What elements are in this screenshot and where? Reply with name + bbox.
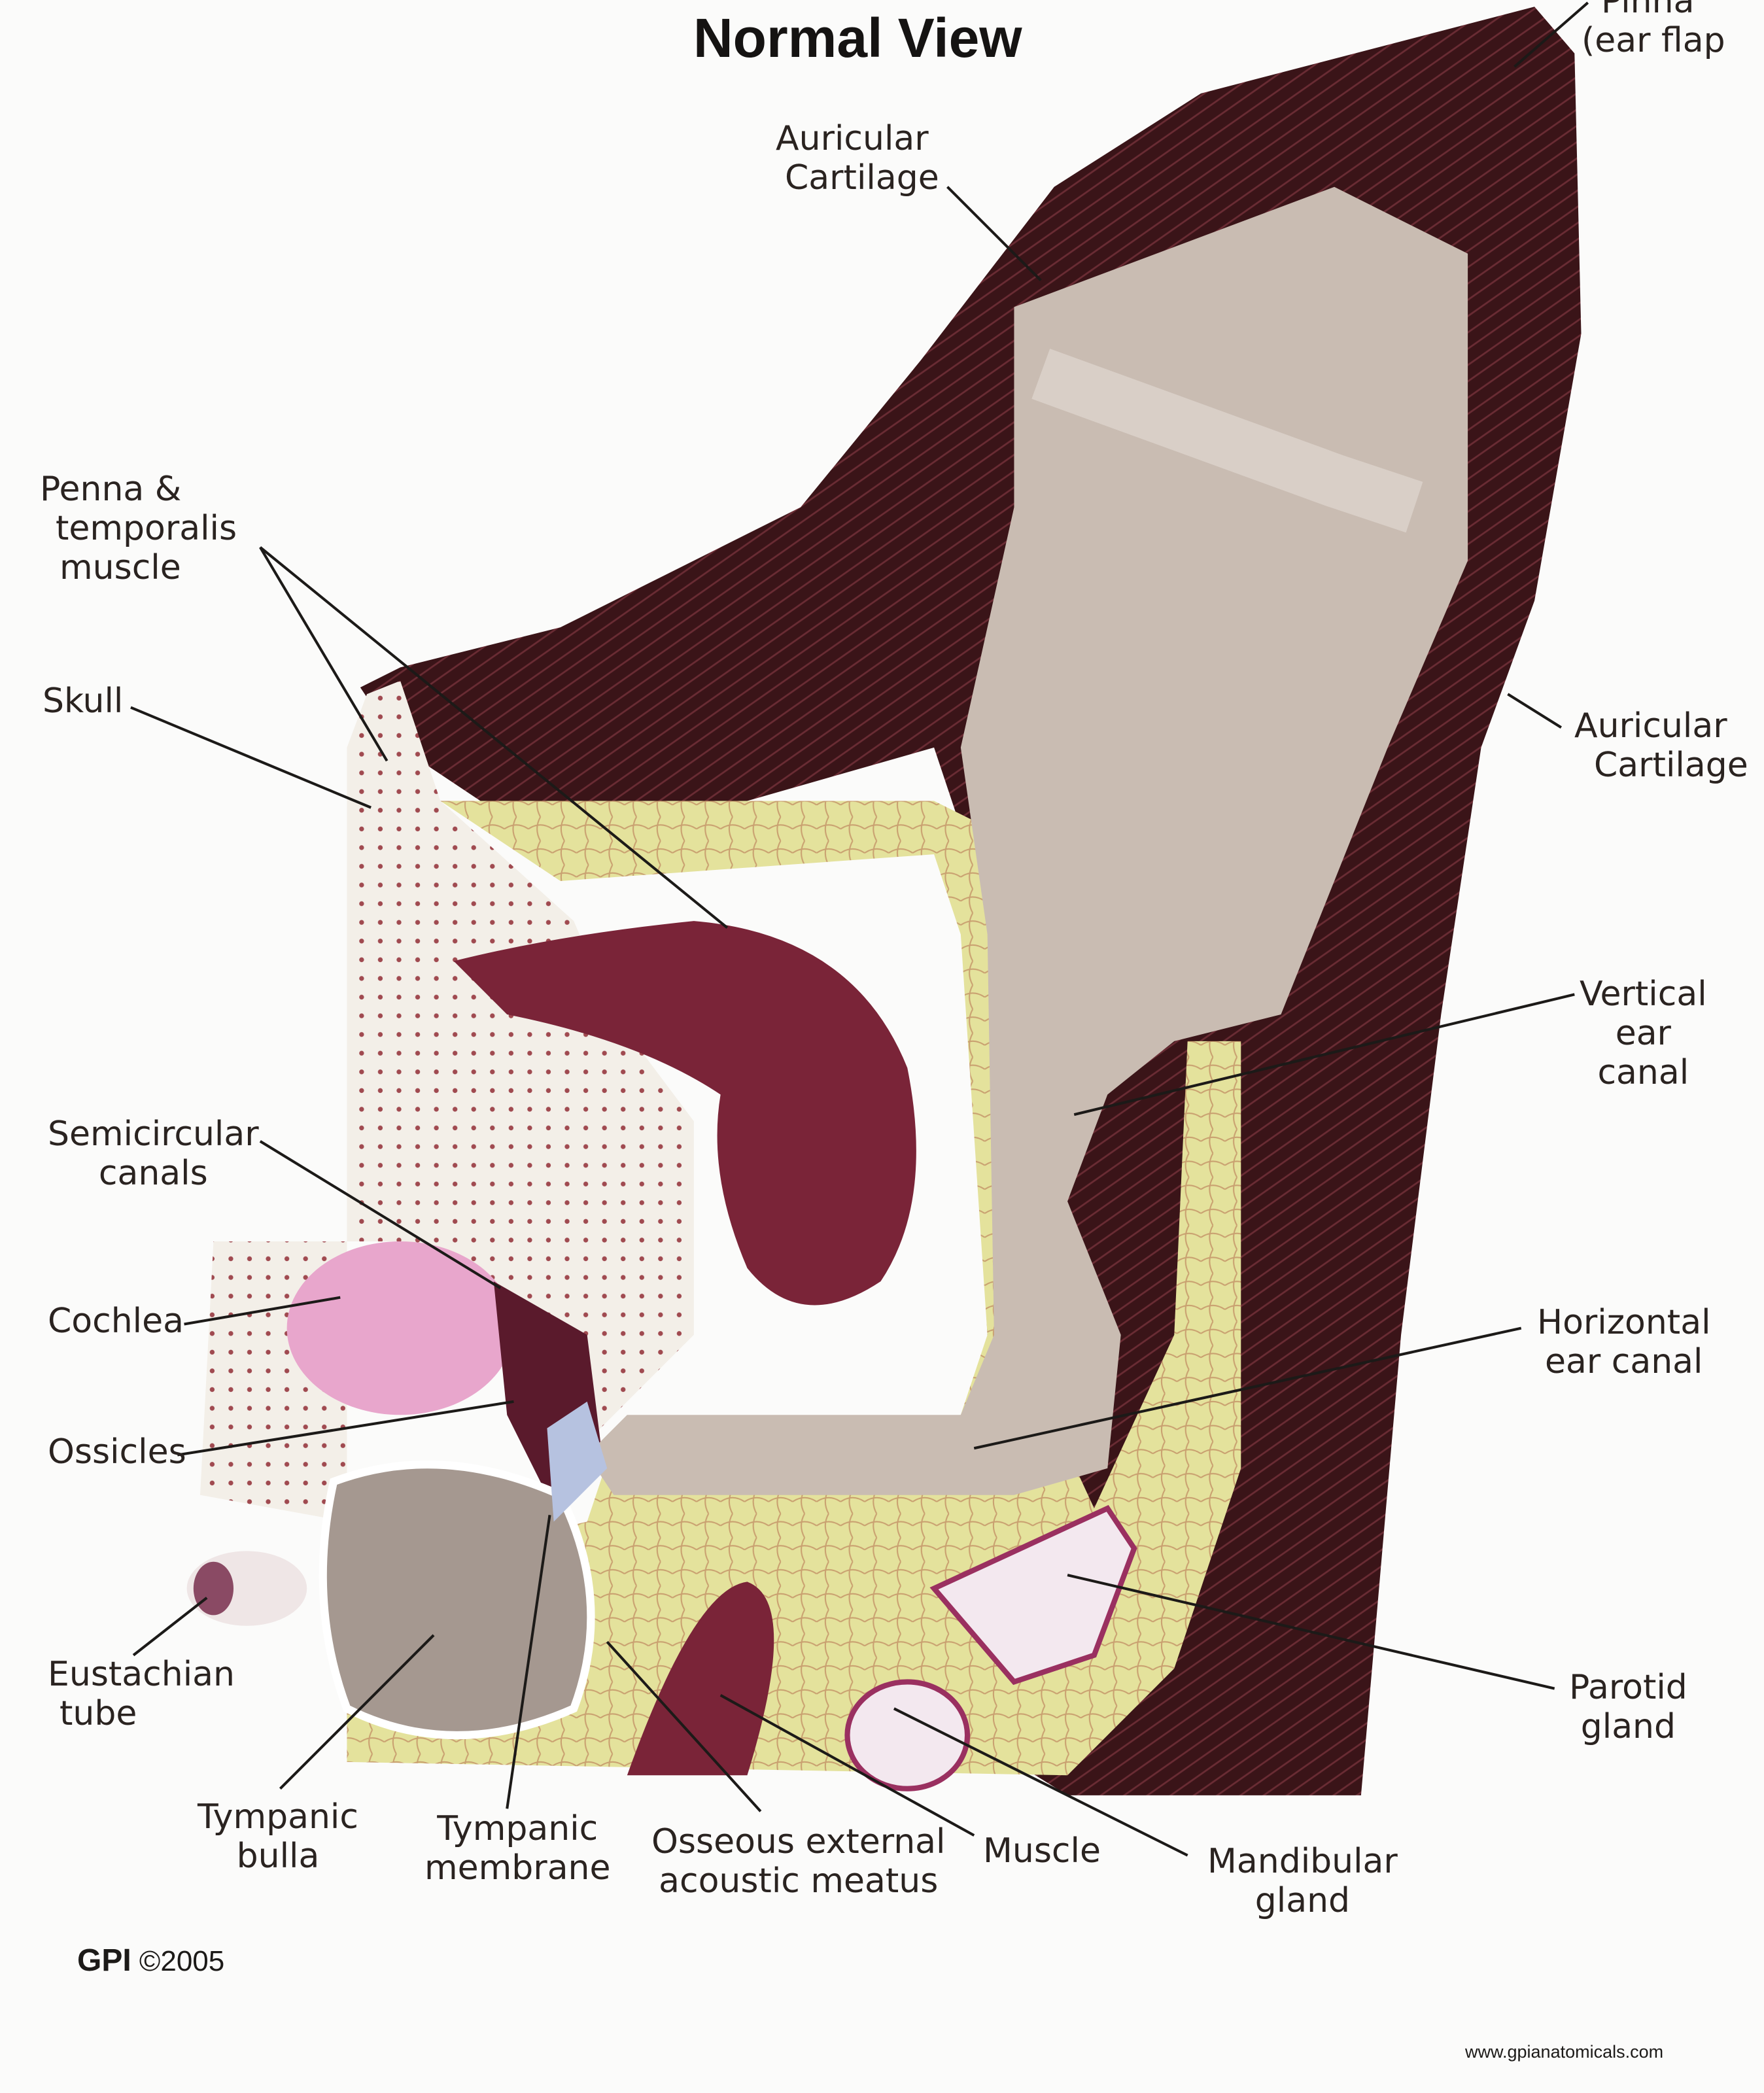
label-skull: Skull xyxy=(43,682,123,721)
label-line: canal xyxy=(1597,1053,1689,1092)
label-line: Skull xyxy=(43,682,124,721)
label-line: Auricular xyxy=(1574,706,1727,746)
label-line: bulla xyxy=(236,1837,320,1876)
label-line: Horizontal xyxy=(1537,1303,1711,1342)
label-line: canals xyxy=(98,1154,208,1193)
temporalis-muscle xyxy=(453,921,916,1306)
label-line: (ear flap xyxy=(1582,21,1725,60)
label-line: Ossicles xyxy=(48,1432,186,1472)
copyright: ©2005 xyxy=(139,1945,225,1977)
label-line: muscle xyxy=(60,548,181,587)
label-line: Auricular xyxy=(776,119,929,158)
label-semicircular-canals: Semicircular canals xyxy=(48,1115,259,1193)
label-ossicles: Ossicles xyxy=(48,1432,186,1472)
label-line: Eustachian xyxy=(48,1655,235,1694)
label-line: ear xyxy=(1615,1014,1671,1053)
label-line: Cartilage xyxy=(1594,746,1748,785)
label-line: Parotid xyxy=(1569,1668,1687,1707)
label-line: Mandibular xyxy=(1207,1842,1398,1881)
label-line: Semicircular xyxy=(48,1115,259,1154)
ear-canal xyxy=(587,186,1468,1495)
label-auricular-cartilage-top: Auricular Cartilage xyxy=(765,119,939,198)
label-tympanic-bulla: Tympanic bulla xyxy=(198,1797,358,1876)
label-line: acoustic meatus xyxy=(659,1861,939,1901)
label-line: tube xyxy=(60,1694,137,1733)
label-line: Cartilage xyxy=(785,158,939,198)
label-line: Tympanic xyxy=(437,1809,598,1848)
tympanic-bulla xyxy=(319,1461,595,1740)
label-line: temporalis xyxy=(56,509,237,548)
label-eustachian-tube: Eustachian tube xyxy=(48,1655,235,1733)
label-parotid-gland: Parotid gland xyxy=(1569,1668,1687,1746)
label-auricular-cartilage-right: Auricular Cartilage xyxy=(1574,706,1748,785)
label-line: ear canal xyxy=(1545,1342,1703,1381)
gpi-copyright: GPI ©2005 xyxy=(77,1943,224,1979)
label-tympanic-membrane: Tympanic membrane xyxy=(424,1809,611,1888)
label-line: gland xyxy=(1254,1881,1351,1920)
brand: GPI xyxy=(77,1943,131,1978)
label-osseous-external-acoustic-meatus: Osseous external acoustic meatus xyxy=(651,1822,945,1901)
label-line: Cochlea xyxy=(48,1302,184,1341)
label-line: Tympanic xyxy=(198,1797,358,1837)
label-penna-temporalis: Penna & temporalis muscle xyxy=(40,470,237,587)
label-line: Muscle xyxy=(983,1831,1101,1871)
label-line: Osseous external xyxy=(651,1822,946,1861)
label-line: gland xyxy=(1580,1707,1676,1746)
label-muscle: Muscle xyxy=(983,1831,1101,1871)
label-vertical-ear-canal: Vertical ear canal xyxy=(1580,975,1707,1092)
label-cochlea: Cochlea xyxy=(48,1302,184,1341)
muscle xyxy=(627,1582,774,1776)
website-url: www.gpianatomicals.com xyxy=(1465,2042,1664,2062)
label-line: Penna & xyxy=(40,470,182,509)
label-line: membrane xyxy=(424,1848,611,1888)
mandibular-gland xyxy=(844,1679,971,1791)
page-title: Normal View xyxy=(693,7,1022,69)
parotid-gland xyxy=(929,1504,1137,1686)
label-mandibular-gland: Mandibular gland xyxy=(1207,1842,1398,1920)
label-line: Pinna xyxy=(1601,0,1695,21)
cochlea xyxy=(286,1241,514,1415)
label-horizontal-ear-canal: Horizontal ear canal xyxy=(1537,1303,1711,1381)
label-pinna: Pinna (ear flap xyxy=(1582,0,1725,60)
label-line: Vertical xyxy=(1580,975,1707,1014)
